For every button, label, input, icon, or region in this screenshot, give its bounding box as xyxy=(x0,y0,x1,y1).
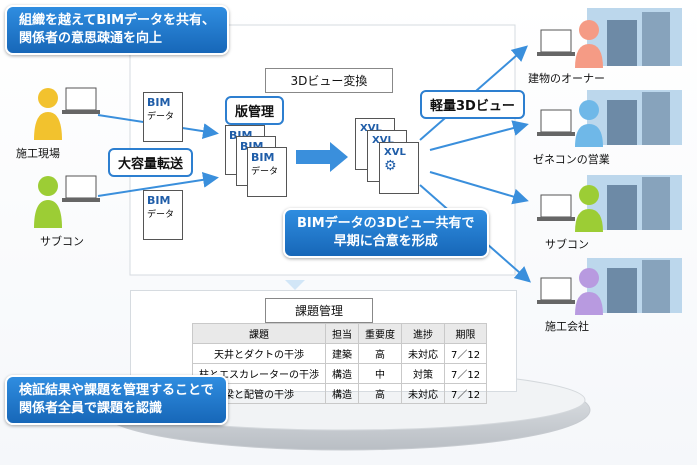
cell-priority: 高 xyxy=(358,383,402,404)
arrow-to-subcon xyxy=(429,171,529,205)
actor-owner-label: 建物のオーナー xyxy=(528,72,605,85)
callout-top-line1: 組織を越えてBIMデータを共有、 xyxy=(19,13,216,28)
cell-owner: 構造 xyxy=(325,363,359,384)
cell-progress: 未対応 xyxy=(401,343,445,364)
actor-sales-icon xyxy=(537,90,682,147)
bim-doc-title: BIM xyxy=(147,96,171,109)
gear-icon: ⚙ xyxy=(384,158,397,174)
cell-owner: 建築 xyxy=(325,343,359,364)
actor-site-label: 施工現場 xyxy=(16,147,60,160)
bim-doc-subtitle: データ xyxy=(251,167,279,177)
xvl-title: XVL xyxy=(384,147,406,158)
callout-issue-sharing: 検証結果や課題を管理することで 関係者全員で課題を認識 xyxy=(5,375,228,425)
bim-doc-subtitle: データ xyxy=(147,210,175,220)
convert-arrow xyxy=(296,142,348,172)
callout-middle-line2: 早期に合意を形成 xyxy=(333,234,438,249)
down-arrow xyxy=(285,280,305,290)
actor-owner-icon xyxy=(537,8,682,68)
xvl-title: XVL xyxy=(360,123,382,134)
table-row: 柱とエスカレーターの干渉 構造 中 対策 7／12 xyxy=(192,363,488,384)
cell-deadline: 7／12 xyxy=(443,343,488,364)
callout-share-data: 組織を越えてBIMデータを共有、 関係者の意思疎通を向上 xyxy=(5,5,230,55)
issue-table-wrap: 課題 担当 重要度 進捗 期限 天井とダクトの干渉 建築 高 未対応 7／12 … xyxy=(192,323,488,404)
cell-progress: 対策 xyxy=(401,363,445,384)
cell-deadline: 7／12 xyxy=(443,363,488,384)
cell-progress: 未対応 xyxy=(401,383,445,404)
col-issue: 課題 xyxy=(192,323,326,344)
cell-deadline: 7／12 xyxy=(443,383,488,404)
actor-contractor-icon xyxy=(537,258,682,315)
cell-issue: 天井とダクトの干渉 xyxy=(192,343,326,364)
cell-priority: 高 xyxy=(358,343,402,364)
bim-doc-left-bottom: BIM データ xyxy=(143,190,183,240)
table-row: 天井とダクトの干渉 建築 高 未対応 7／12 xyxy=(192,343,488,364)
lightweight-view-label: 軽量3Dビュー xyxy=(420,90,525,119)
callout-top-line2: 関係者の意思疎通を向上 xyxy=(19,31,163,46)
actor-subcon-right-icon xyxy=(537,175,682,232)
arrow-to-sales xyxy=(429,120,529,151)
callout-bottom-line1: 検証結果や課題を管理することで xyxy=(19,383,214,398)
callout-middle-line1: BIMデータの3Dビュー共有で xyxy=(297,216,475,231)
actor-contractor-label: 施工会社 xyxy=(545,320,589,333)
bim-doc-stack-3: BIM データ xyxy=(247,147,287,197)
bulk-transfer-label: 大容量転送 xyxy=(108,148,194,177)
callout-bottom-line2: 関係者全員で課題を認識 xyxy=(19,401,163,416)
col-owner: 担当 xyxy=(325,323,359,344)
actor-sales-label: ゼネコンの営業 xyxy=(533,153,610,166)
actor-site-icon xyxy=(34,87,100,140)
arrow-subcon-to-version xyxy=(97,171,219,197)
bim-doc-left-top: BIM データ xyxy=(143,92,183,142)
issue-table-header: 課題 担当 重要度 進捗 期限 xyxy=(192,323,488,344)
bim-doc-title: BIM xyxy=(147,194,171,207)
col-deadline: 期限 xyxy=(443,323,488,344)
issue-management-label: 課題管理 xyxy=(265,298,373,323)
issue-table: 課題 担当 重要度 進捗 期限 天井とダクトの干渉 建築 高 未対応 7／12 … xyxy=(192,323,488,404)
col-progress: 進捗 xyxy=(401,323,445,344)
actor-subcon-left-label: サブコン xyxy=(40,235,84,248)
cell-owner: 構造 xyxy=(325,383,359,404)
cell-priority: 中 xyxy=(358,363,402,384)
xvl-title: XVL xyxy=(372,135,394,146)
actor-subcon-left-icon xyxy=(34,175,100,228)
view-conversion-label: 3Dビュー変換 xyxy=(265,68,393,93)
col-priority: 重要度 xyxy=(358,323,402,344)
actor-subcon-right-label: サブコン xyxy=(545,238,589,251)
bim-doc-title: BIM xyxy=(251,151,275,164)
version-control-label: 版管理 xyxy=(225,96,285,125)
table-row: 梁と配管の干渉 構造 高 未対応 7／12 xyxy=(192,383,488,404)
xvl-doc-3: XVL ⚙ xyxy=(379,142,419,194)
callout-3d-view: BIMデータの3Dビュー共有で 早期に合意を形成 xyxy=(283,208,489,258)
bim-doc-subtitle: データ xyxy=(147,112,175,122)
